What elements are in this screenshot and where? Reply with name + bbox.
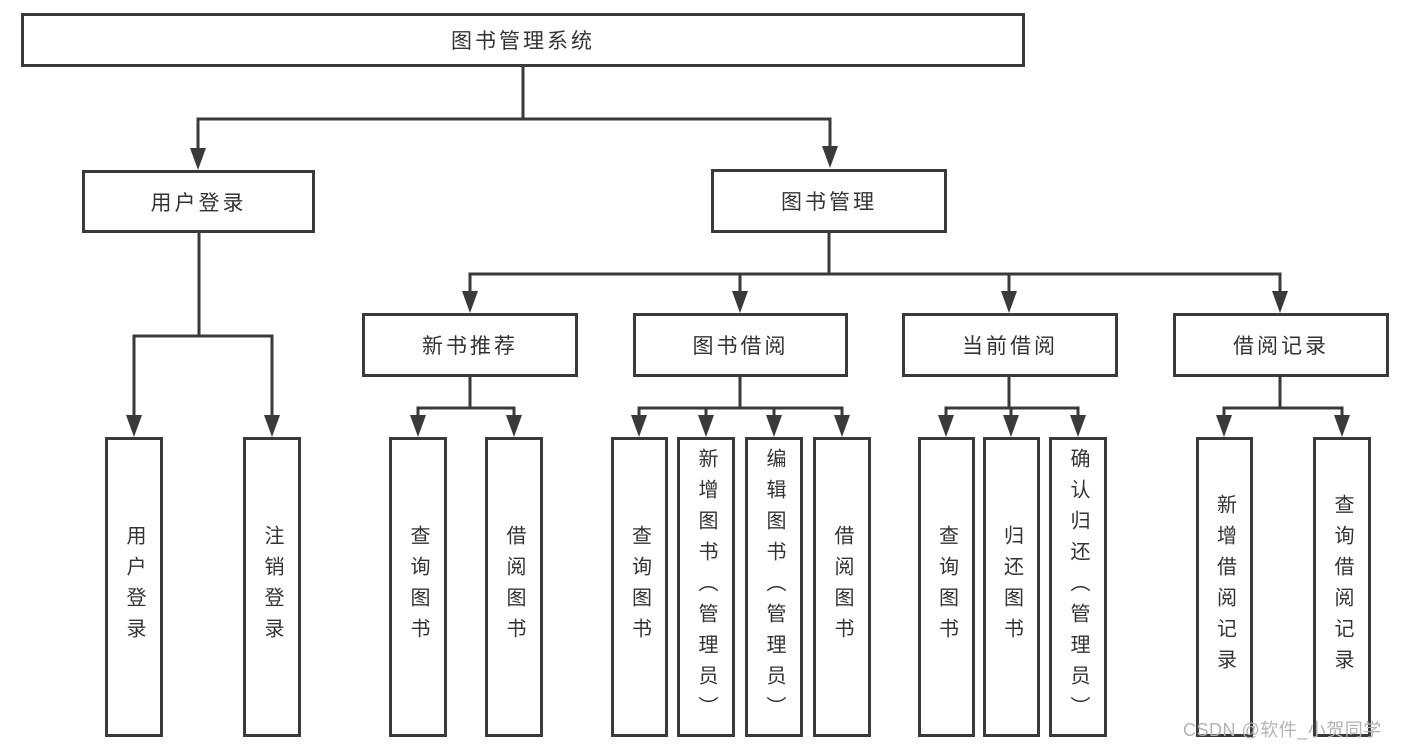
node-book-management: 图书管理	[711, 169, 947, 233]
node-book-borrow: 图书借阅	[633, 313, 848, 377]
arrowheads	[126, 146, 1350, 437]
leaf-add-books-admin: 新增图书（管理员）	[677, 437, 735, 737]
node-borrow-records: 借阅记录	[1173, 313, 1389, 377]
leaf-query-books-borrow: 查询图书	[611, 437, 668, 737]
leaf-query-books-recommend: 查询图书	[389, 437, 447, 737]
node-root-system: 图书管理系统	[21, 13, 1025, 67]
leaf-confirm-return-admin: 确认归还（管理员）	[1049, 437, 1107, 737]
node-user-login: 用户登录	[82, 170, 315, 233]
leaf-logout-login: 注销登录	[243, 437, 301, 737]
leaf-borrow-books-recommend: 借阅图书	[485, 437, 543, 737]
leaf-return-books: 归还图书	[983, 437, 1040, 737]
leaf-query-books-current: 查询图书	[918, 437, 975, 737]
leaf-add-borrow-record: 新增借阅记录	[1196, 437, 1253, 737]
leaf-borrow-books: 借阅图书	[813, 437, 871, 737]
leaf-edit-books-admin: 编辑图书（管理员）	[745, 437, 803, 737]
leaf-user-login: 用户登录	[105, 437, 163, 737]
leaf-query-borrow-record: 查询借阅记录	[1313, 437, 1371, 737]
node-new-book-recommend: 新书推荐	[362, 313, 578, 377]
watermark: CSDN @软件_小贺同学	[1183, 720, 1382, 740]
node-current-borrow: 当前借阅	[902, 313, 1118, 377]
